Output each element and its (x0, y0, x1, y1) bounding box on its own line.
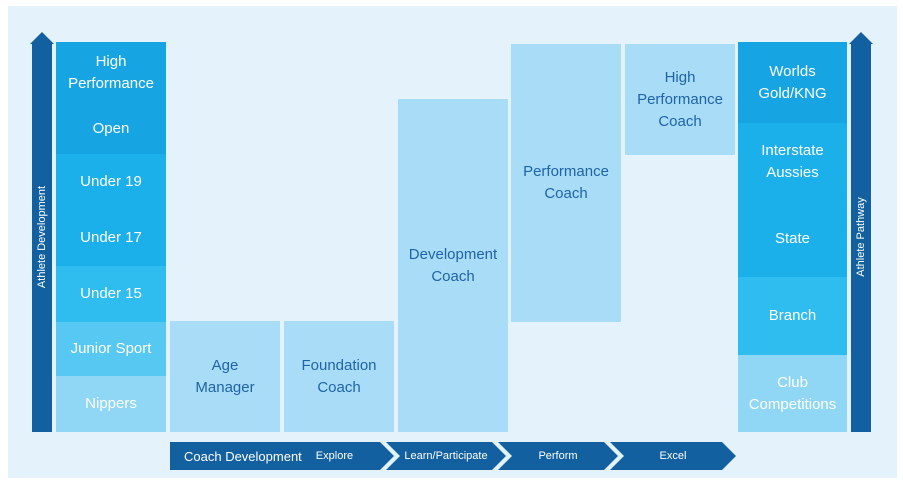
athlete-development-arrow (32, 44, 52, 432)
pathway-level-worlds: Worlds Gold/KNG (738, 42, 847, 123)
pathway-level-interstate: Interstate Aussies (738, 123, 847, 201)
stage-learn-label: Learn/Participate (404, 450, 488, 462)
pathway-level-branch: Branch (738, 277, 847, 355)
stage-excel-label: Excel (659, 450, 687, 462)
pathway-diagram: Athlete Development High Performance Ope… (8, 6, 897, 478)
coach-development: Development Coach (398, 99, 508, 432)
athlete-level-junior-sport: Junior Sport (56, 322, 166, 376)
stage-coach-development-explore: Coach Development Explore (170, 442, 394, 470)
athlete-development-label: Athlete Development (36, 185, 48, 289)
stage-perform: Perform (498, 442, 618, 470)
athlete-level-high-performance: High Performance (56, 42, 166, 104)
athlete-pathway-arrow-tip (849, 32, 873, 44)
athlete-level-under-15: Under 15 (56, 266, 166, 322)
stage-excel: Excel (610, 442, 736, 470)
pathway-level-club: Club Competitions (738, 355, 847, 432)
stage-learn-participate: Learn/Participate (386, 442, 506, 470)
athlete-pathway-arrow (851, 44, 871, 432)
coach-foundation: Foundation Coach (284, 321, 394, 432)
coach-development-label: Coach Development (184, 448, 302, 464)
pathway-level-state: State (738, 201, 847, 277)
coach-performance: Performance Coach (511, 44, 621, 322)
stage-explore-label: Explore (315, 450, 354, 462)
coach-high-performance: High Performance Coach (625, 44, 735, 155)
athlete-level-under-19: Under 19 (56, 154, 166, 210)
coach-age-manager: Age Manager (170, 321, 280, 432)
athlete-level-under-17: Under 17 (56, 210, 166, 266)
athlete-level-nippers: Nippers (56, 376, 166, 432)
stage-perform-label: Perform (538, 450, 578, 462)
athlete-pathway-label: Athlete Pathway (855, 197, 867, 277)
athlete-level-open: Open (56, 104, 166, 154)
athlete-development-arrow-tip (30, 32, 54, 44)
